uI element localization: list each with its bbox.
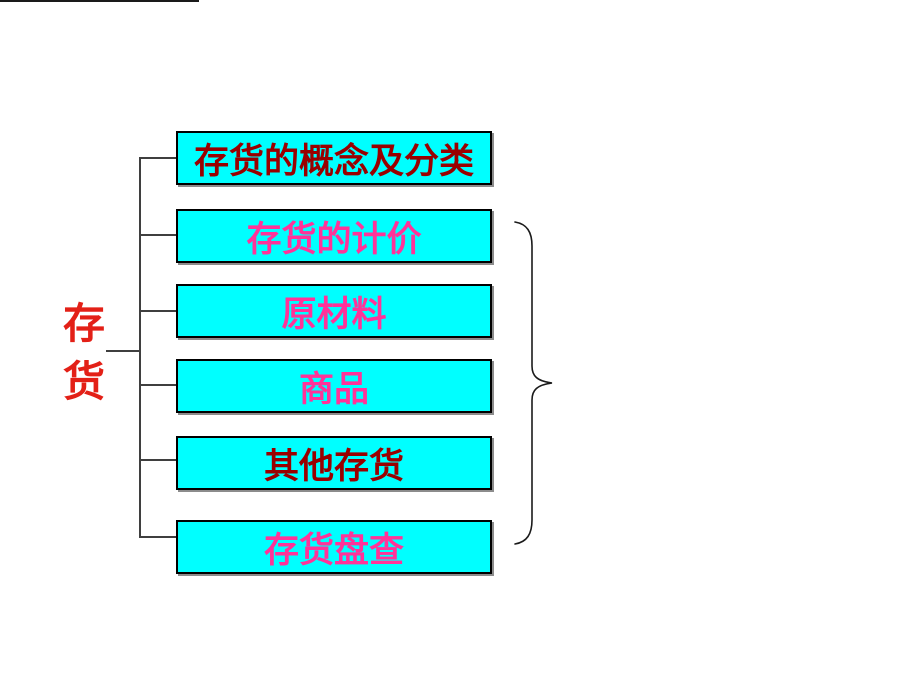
node-box-label: 存货的计价 [246,219,422,259]
node-box-inventory-concept: 存货的概念及分类 [176,131,492,185]
node-box-label: 原材料 [281,294,387,334]
node-box-label: 其他存货 [263,446,404,486]
root-label-char: 货 [62,360,105,406]
connector-branch [141,459,176,461]
right-brace-icon [514,221,553,545]
node-box-inventory-valuation: 存货的计价 [176,209,492,263]
root-connector-line [106,350,140,352]
node-box-inventory-count: 存货盘查 [176,520,492,574]
root-label-char: 存 [62,302,105,348]
connector-branch [141,157,176,159]
connector-trunk [139,157,141,538]
node-box-merchandise: 商品 [176,359,492,413]
node-box-label: 存货的概念及分类 [193,141,474,181]
node-box-label: 存货盘查 [263,530,404,570]
connector-branch [141,384,176,386]
connector-branch [141,536,176,538]
connector-branch [141,310,176,312]
node-box-label: 商品 [298,369,369,409]
node-box-other-inventory: 其他存货 [176,436,492,490]
node-box-raw-materials: 原材料 [176,284,492,338]
root-label: 存 货 [58,296,110,412]
extension-line [0,0,199,2]
connector-branch [141,234,176,236]
